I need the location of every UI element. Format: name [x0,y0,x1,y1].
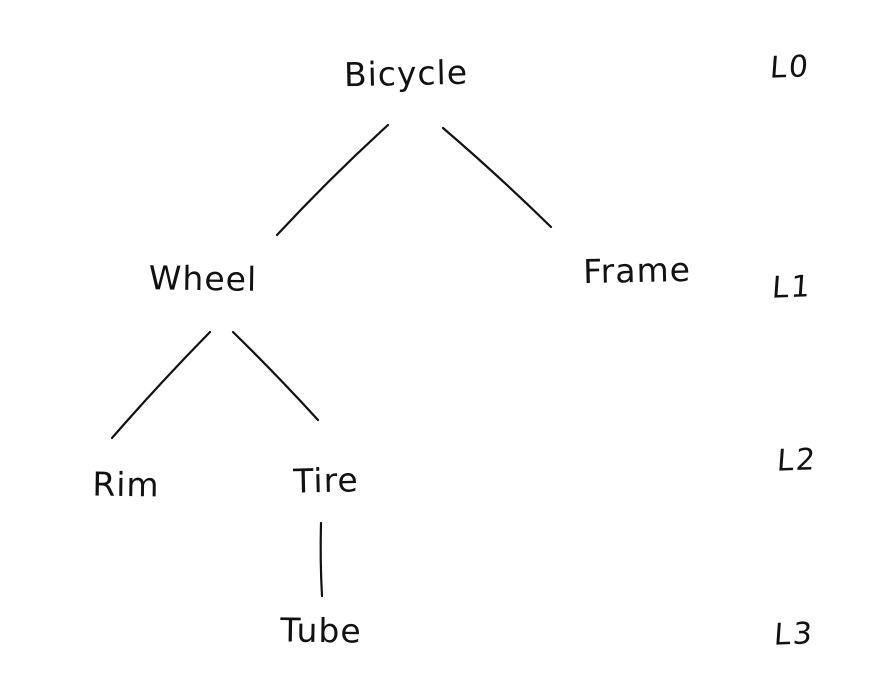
edge-bicycle-frame [441,126,553,229]
level-label-l2: L2 [775,442,819,479]
edge-wheel-tire [231,330,320,422]
level-label-l0: L0 [768,49,812,86]
node-rim: Rim [92,464,160,505]
edge-wheel-rim [110,330,212,440]
node-bicycle: Bicycle [343,52,469,95]
node-frame: Frame [582,249,692,292]
node-tube: Tube [280,610,362,651]
level-label-l1: L1 [770,269,814,306]
level-label-l3: L3 [772,616,816,653]
node-wheel: Wheel [148,258,258,299]
edge-tire-tube [319,521,324,598]
edge-bicycle-wheel [275,123,390,237]
node-tire: Tire [292,460,360,501]
